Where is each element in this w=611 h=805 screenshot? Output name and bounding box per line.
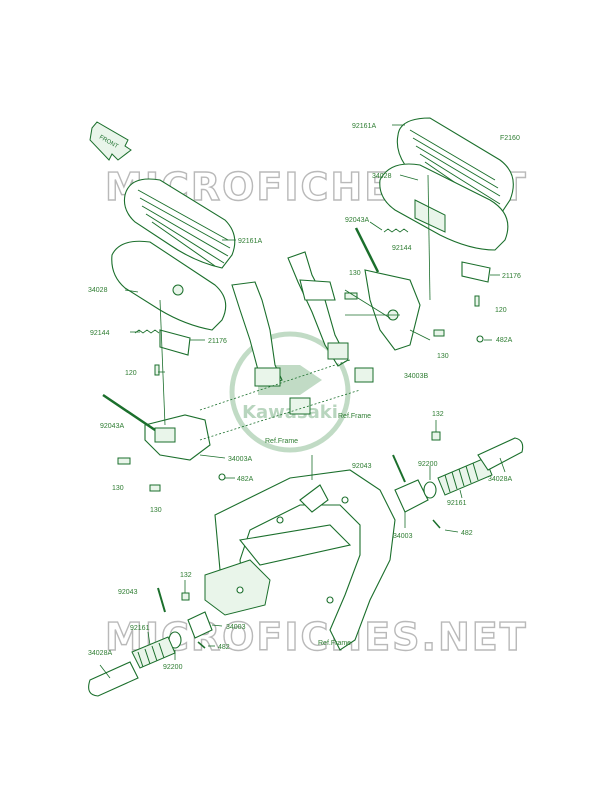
label-92043A-left: 92043A (100, 423, 124, 430)
right-floorboard-base (379, 163, 509, 251)
label-92161A-left: 92161A (238, 238, 262, 245)
label-130-left-bottom: 130 (150, 507, 162, 514)
left-small-parts (157, 587, 206, 649)
label-92161-right: 92161 (447, 500, 467, 507)
label-21176-right: 21176 (502, 273, 521, 280)
label-34003A: 34003A (228, 456, 252, 463)
label-92043A-right: 92043A (345, 217, 369, 224)
label-130-right-top: 130 (349, 270, 361, 277)
label-92043-right: 92043 (352, 463, 372, 470)
label-482A-left: 482A (237, 476, 254, 483)
label-92043-left: 92043 (118, 589, 138, 596)
left-bolt-92043A (102, 393, 156, 432)
right-peg-leader-lines (404, 420, 506, 533)
right-peg-cap-34028A (477, 437, 524, 471)
label-21176-left: 21176 (208, 338, 227, 345)
label-34003-left: 34003 (226, 624, 246, 631)
ref-frame-center: Ref.Frame (265, 438, 298, 445)
right-bracket-34003B (364, 269, 421, 351)
label-92161-left: 92161 (130, 625, 150, 632)
figure-code: F2160 (500, 135, 520, 142)
left-clip-21176 (159, 329, 191, 356)
right-leader-lines (344, 124, 500, 341)
right-spring-92144 (383, 228, 409, 233)
left-floorboard-top (123, 178, 236, 269)
left-peg-holder-34003 (187, 611, 213, 639)
label-92144-left: 92144 (90, 330, 110, 337)
left-spring-92144 (134, 329, 160, 334)
front-arrow-icon: FRONT (89, 121, 132, 161)
left-bracket-34003A (144, 414, 211, 461)
left-bolts (117, 364, 226, 492)
right-bolts (344, 292, 484, 343)
label-92200-right: 92200 (418, 461, 438, 468)
label-34028A-left: 34028A (88, 650, 112, 657)
label-34003-right: 34003 (393, 533, 413, 540)
label-34003B: 34003B (404, 373, 428, 380)
center-bracket-left (231, 281, 311, 415)
label-34028-right: 34028 (372, 173, 392, 180)
label-482-right: 482 (461, 530, 473, 537)
label-132-left: 132 (180, 572, 192, 579)
label-34028A-right: 34028A (488, 476, 512, 483)
center-bracket-right (287, 251, 374, 383)
label-120-right: 120 (495, 307, 507, 314)
left-leader-lines (124, 239, 236, 479)
ref-frame-bottom: Ref.Frame (318, 640, 351, 647)
right-clip-21176 (461, 261, 491, 283)
right-peg-holder-34003 (394, 479, 429, 513)
label-132-right: 132 (432, 411, 444, 418)
left-peg-leader-lines (99, 580, 223, 679)
right-small-parts (392, 431, 441, 529)
label-92144-right: 92144 (392, 245, 412, 252)
label-482A-right: 482A (496, 337, 513, 344)
label-482-left: 482 (218, 644, 230, 651)
label-92200-left: 92200 (163, 664, 183, 671)
label-92161A-right: 92161A (352, 123, 376, 130)
label-130-left-top: 130 (112, 485, 124, 492)
frame-subassembly (204, 469, 396, 651)
label-34028-left: 34028 (88, 287, 108, 294)
right-bolt-92043A (354, 227, 380, 273)
left-floorboard-base (111, 240, 227, 331)
label-120-left: 120 (125, 370, 137, 377)
right-collar-92200 (423, 481, 437, 499)
ref-frame-center-right: Ref.Frame (338, 413, 371, 420)
label-130-right-bottom: 130 (437, 353, 449, 360)
right-rubber-92161 (437, 457, 493, 496)
left-peg-cap-34028A (88, 661, 139, 697)
